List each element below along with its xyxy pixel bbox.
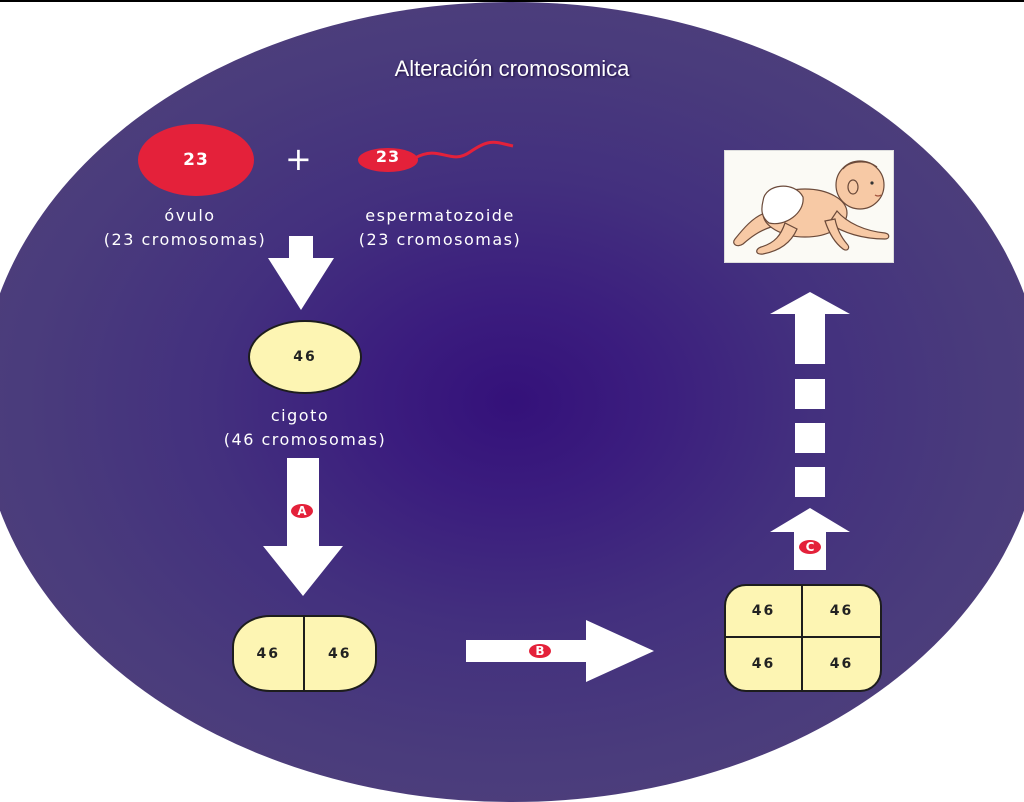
zygote-count-label: (46 cromosomas) [223, 430, 387, 449]
four-cell-stage: 46 46 46 46 [724, 584, 882, 692]
page-title: Alteración cromosomica [394, 56, 630, 81]
sperm-cell [358, 140, 514, 172]
ovule-cell: 23 [138, 124, 254, 196]
zygote-number: 46 [293, 349, 317, 365]
sperm-number: 23 [375, 147, 401, 166]
step-c-badge: C [797, 538, 823, 556]
growth-dash [795, 467, 825, 497]
top-border [0, 0, 1024, 2]
cell-count: 46 [803, 586, 880, 638]
cell-count: 46 [829, 656, 854, 672]
cell-count: 46 [234, 617, 305, 690]
ovule-number: 23 [183, 150, 209, 170]
fertilization-arrow [268, 236, 334, 310]
growth-dash [795, 423, 825, 453]
growth-arrow-head [770, 292, 850, 364]
cell-count: 46 [328, 645, 352, 662]
cell-count: 46 [726, 586, 803, 638]
plus-sign: + [285, 140, 312, 178]
step-b-arrow [466, 620, 654, 682]
ovule-label: óvulo [164, 206, 216, 225]
step-b-badge: B [527, 642, 553, 660]
step-a-arrow [263, 458, 343, 596]
step-a-badge: A [289, 502, 315, 520]
crawling-baby-icon [733, 160, 890, 255]
zygote-cell: 46 [248, 320, 362, 394]
sperm-label: espermatozoide [365, 206, 515, 225]
sperm-count-label: (23 cromosomas) [358, 230, 522, 249]
baby-illustration [724, 150, 894, 263]
two-cell-stage: 46 46 [232, 615, 377, 692]
zygote-label: cigoto [270, 406, 330, 425]
cell-count: 46 [726, 638, 803, 690]
growth-dash [795, 379, 825, 409]
ovule-count-label: (23 cromosomas) [103, 230, 267, 249]
